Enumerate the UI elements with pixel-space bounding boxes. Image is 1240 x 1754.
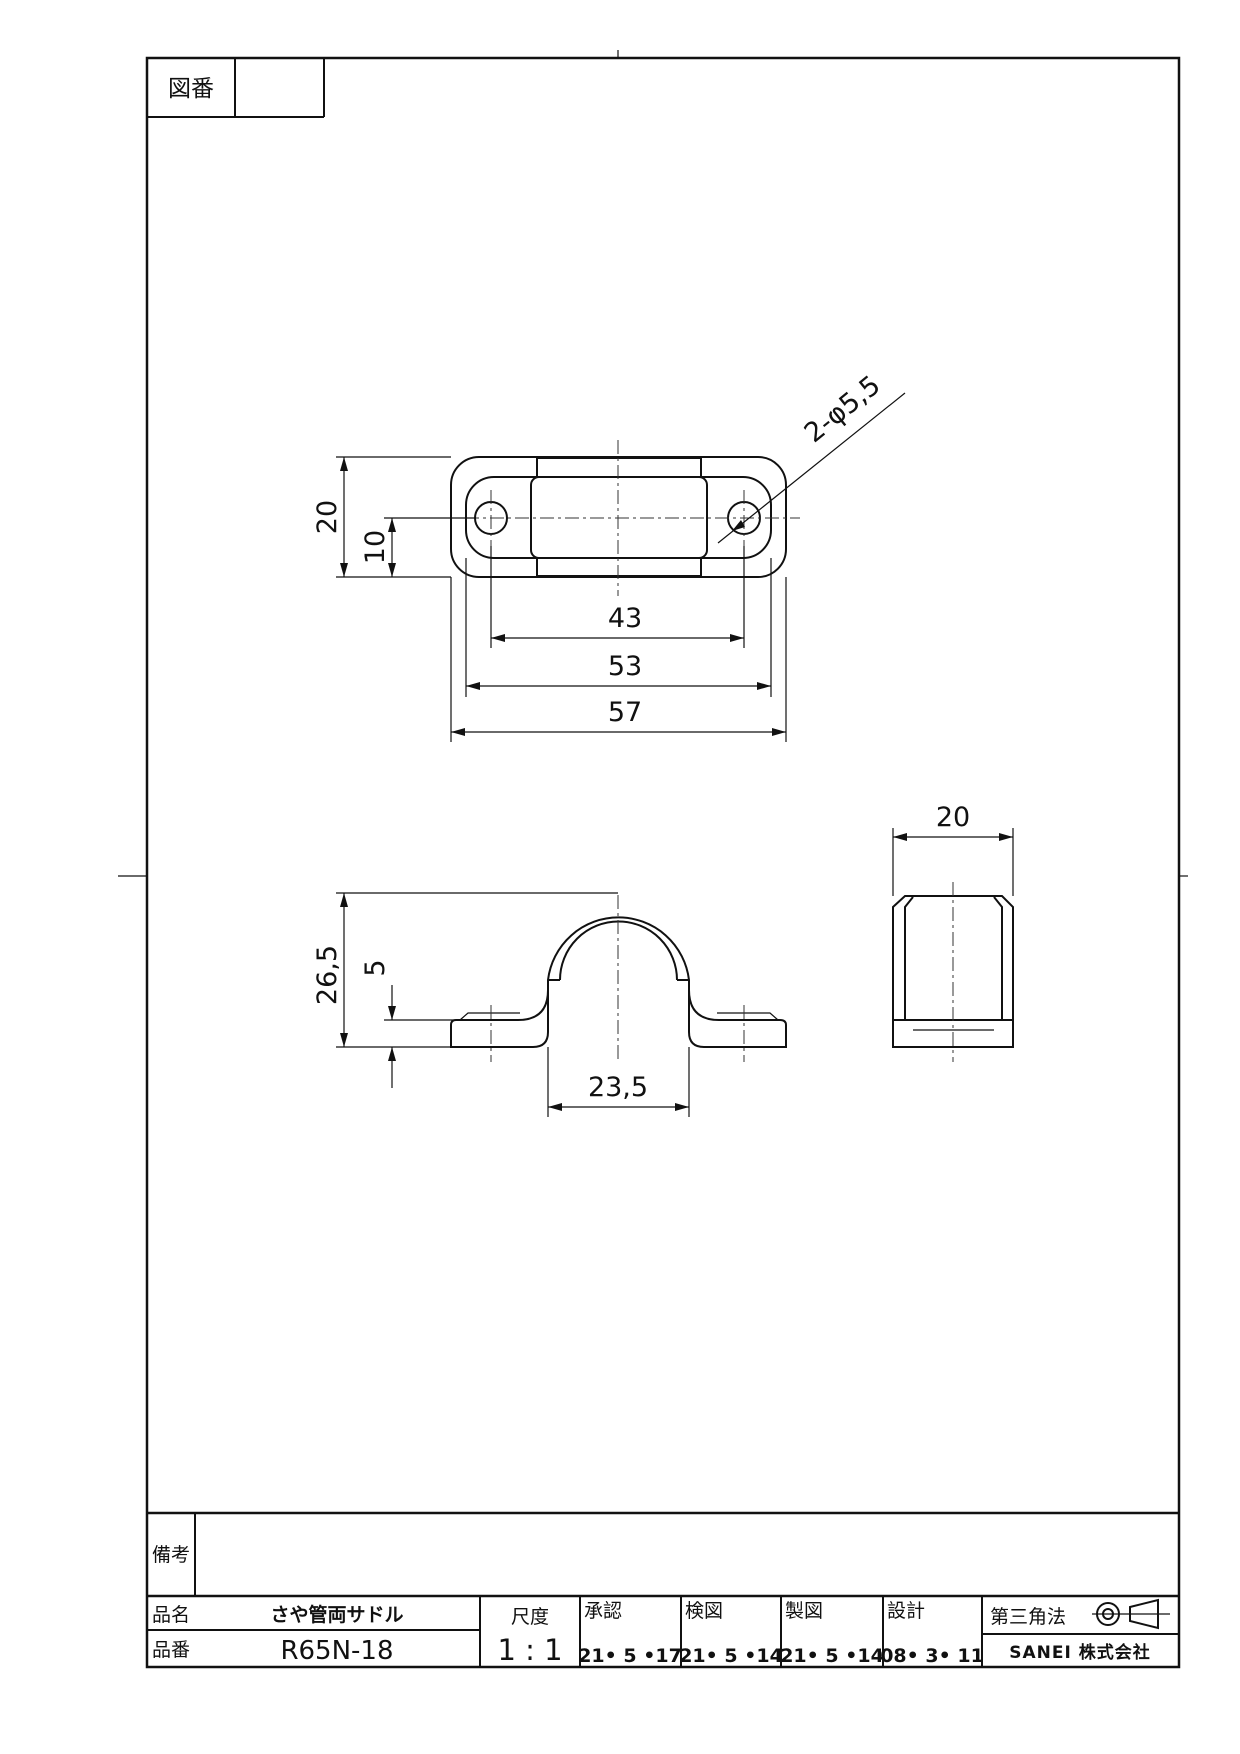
top-view (390, 440, 800, 596)
remarks-label: 備考 (152, 1544, 190, 1566)
drawing-number-box: 図番 (147, 58, 325, 118)
drawing-number-label: 図番 (168, 76, 214, 102)
check-label: 検図 (685, 1600, 723, 1622)
front-view-dimensions: 26,5 5 23,5 (312, 892, 690, 1117)
product-number: R65N-18 (280, 1636, 393, 1666)
product-name: さや管両サドル (270, 1603, 403, 1626)
dim-top-height-inner: 10 (360, 530, 391, 564)
drafting-date: 21• 5 •14 (780, 1645, 884, 1667)
check-date: 21• 5 •14 (679, 1645, 783, 1667)
drafting-label: 製図 (785, 1600, 823, 1622)
approval-label: 承認 (584, 1600, 622, 1622)
dim-base-width-outer: 57 (608, 697, 642, 728)
dim-base-thickness: 5 (360, 959, 391, 976)
third-angle-projection-icon (1092, 1598, 1170, 1630)
front-view (450, 895, 787, 1062)
design-label: 設計 (887, 1600, 925, 1622)
product-name-label: 品名 (152, 1604, 190, 1626)
approval-date: 21• 5 •17 (578, 1645, 682, 1667)
dim-side-width: 20 (936, 802, 970, 833)
dim-front-height: 26,5 (312, 945, 343, 1005)
design-date: 08• 3• 11 (880, 1645, 984, 1667)
dim-arch-inner-width: 23,5 (588, 1072, 648, 1103)
dim-hole-pitch: 43 (608, 603, 642, 634)
dim-hole-note: 2-φ5,5 (799, 370, 887, 449)
sheet-frame (118, 50, 1188, 1669)
scale-label: 尺度 (511, 1606, 549, 1628)
side-view-dimensions: 20 (892, 802, 1014, 896)
projection-label: 第三角法 (990, 1606, 1066, 1628)
company-name: SANEI 株式会社 (1009, 1642, 1150, 1663)
dim-top-height-outer: 20 (312, 500, 343, 534)
remarks-row: 備考 (147, 1511, 1179, 1596)
product-number-label: 品番 (152, 1639, 190, 1661)
scale-value: 1 : 1 (497, 1633, 562, 1667)
dim-base-width-inner: 53 (608, 651, 642, 682)
side-view (892, 882, 1014, 1062)
title-block: 品名 さや管両サドル 品番 R65N-18 尺度 1 : 1 承認 21• 5 … (147, 1594, 1179, 1667)
top-view-dimensions: 20 10 43 53 57 2-φ5,5 (312, 370, 906, 742)
